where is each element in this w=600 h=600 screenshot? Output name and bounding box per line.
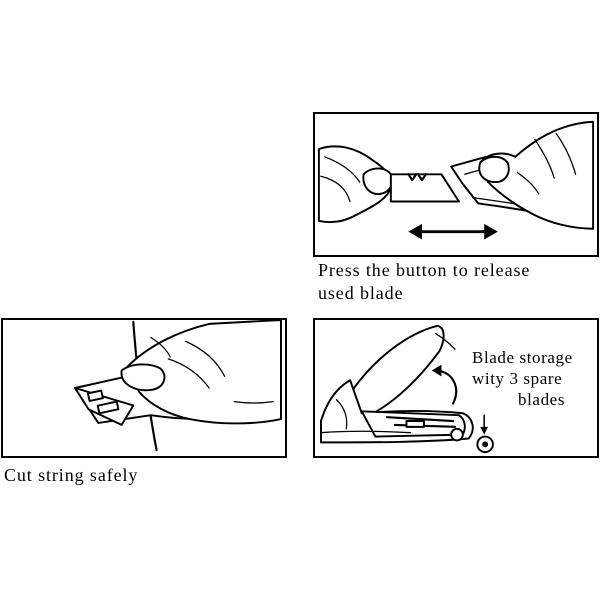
double-headed-arrow-icon (408, 223, 498, 240)
release-caption: Press the button to release used blade (318, 259, 530, 305)
blade-storage-drawing (320, 324, 494, 454)
down-arrow-icon (480, 414, 489, 435)
hand (126, 320, 282, 425)
right-thumb (478, 155, 510, 184)
storage-caption: Blade storage wity 3 spare blades (472, 347, 573, 410)
blade-storage-illustration (313, 318, 599, 458)
storage-caption-line-2: wity 3 spare (472, 369, 563, 388)
cut-string-illustration (1, 318, 287, 458)
release-caption-line-1: Press the button to release (318, 260, 531, 280)
curved-arrow-icon (431, 364, 458, 405)
storage-caption-line-3: blades (518, 390, 566, 409)
release-blade-drawing (317, 120, 595, 240)
spare-blade (389, 173, 460, 203)
release-caption-line-2: used blade (318, 283, 404, 303)
cut-caption-line-1: Cut string safely (4, 465, 139, 485)
release-blade-illustration (313, 112, 599, 257)
left-thumb (362, 167, 394, 195)
thumb (120, 363, 166, 392)
cut-caption: Cut string safely (4, 464, 138, 487)
cut-string-drawing (74, 320, 282, 452)
storage-caption-line-1: Blade storage (472, 348, 573, 367)
storage-lid (351, 324, 445, 417)
